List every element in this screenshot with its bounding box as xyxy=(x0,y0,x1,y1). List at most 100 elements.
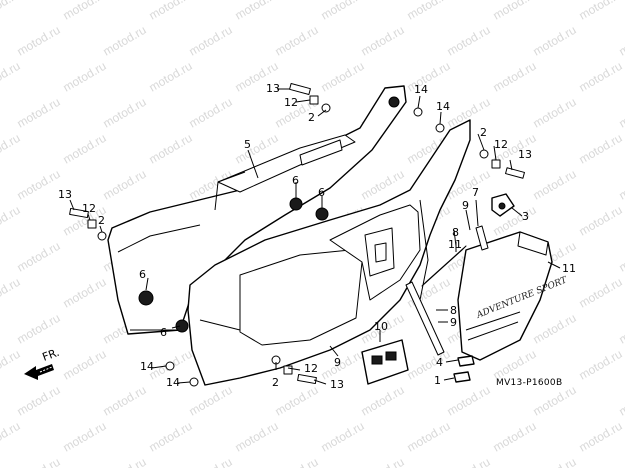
callout-9: 9 xyxy=(450,316,457,329)
watermark-text: motod.ru xyxy=(0,0,23,23)
watermark-text: motod.ru xyxy=(273,23,321,59)
seal-strip xyxy=(405,245,467,356)
watermark-text: motod.ru xyxy=(359,455,407,468)
watermark-text: motod.ru xyxy=(273,383,321,419)
watermark-text: motod.ru xyxy=(617,455,625,468)
watermark-text: motod.ru xyxy=(187,23,235,59)
watermark-text: motod.ru xyxy=(577,203,625,239)
callout-12: 12 xyxy=(494,138,508,151)
watermark-text: motod.ru xyxy=(15,455,63,468)
watermark-text: motod.ru xyxy=(61,275,109,311)
watermark-text: motod.ru xyxy=(617,167,625,203)
watermark-text: motod.ru xyxy=(61,419,109,455)
watermark-text: motod.ru xyxy=(101,167,149,203)
watermark-text: motod.ru xyxy=(61,347,109,383)
right-side-cover xyxy=(187,119,471,386)
watermark-text: motod.ru xyxy=(491,59,539,95)
callout-2: 2 xyxy=(272,376,279,389)
watermark-text: motod.ru xyxy=(531,383,579,419)
watermark-text: motod.ru xyxy=(359,23,407,59)
watermark-text: motod.ru xyxy=(15,383,63,419)
watermark-text: motod.ru xyxy=(577,131,625,167)
callout-2: 2 xyxy=(308,111,315,124)
callout-6: 6 xyxy=(292,174,299,187)
callout-14: 14 xyxy=(414,83,428,96)
watermark-text: motod.ru xyxy=(531,167,579,203)
watermark-text: motod.ru xyxy=(15,167,63,203)
callout-3: 3 xyxy=(522,210,529,223)
watermark-text: motod.ru xyxy=(61,59,109,95)
diagram-code: MV13-P1600B xyxy=(496,378,562,388)
watermark-text: motod.ru xyxy=(491,0,539,23)
watermark-text: motod.ru xyxy=(405,419,453,455)
watermark-text: motod.ru xyxy=(531,311,579,347)
callout-13: 13 xyxy=(518,148,532,161)
clip-4 xyxy=(457,355,475,367)
watermark-text: motod.ru xyxy=(617,95,625,131)
watermark-text: motod.ru xyxy=(101,383,149,419)
watermark-text: motod.ru xyxy=(577,275,625,311)
watermark-text: motod.ru xyxy=(233,0,281,23)
watermark-text: motod.ru xyxy=(617,311,625,347)
callout-5: 5 xyxy=(244,138,251,151)
band-7 xyxy=(475,225,489,251)
watermark-text: motod.ru xyxy=(147,59,195,95)
bolts-and-collars xyxy=(69,83,525,385)
watermark-text: motod.ru xyxy=(405,59,453,95)
watermark-text: motod.ru xyxy=(0,203,23,239)
callout-7: 7 xyxy=(472,186,479,199)
watermark-text: motod.ru xyxy=(233,419,281,455)
clip-3 xyxy=(491,193,515,217)
watermark-text: motod.ru xyxy=(359,383,407,419)
callout-1: 1 xyxy=(434,374,441,387)
callout-12: 12 xyxy=(304,362,318,375)
callout-13: 13 xyxy=(58,188,72,201)
watermark-text: motod.ru xyxy=(15,23,63,59)
watermark-text: motod.ru xyxy=(101,455,149,468)
callout-6: 6 xyxy=(318,186,325,199)
callout-9: 9 xyxy=(462,199,469,212)
watermark-text: motod.ru xyxy=(491,419,539,455)
callout-labels: 13 12 2 14 14 2 12 13 5 6 6 13 12 2 6 6 … xyxy=(58,82,576,391)
callout-2: 2 xyxy=(480,126,487,139)
watermark-text: motod.ru xyxy=(0,347,23,383)
grommets xyxy=(138,96,400,333)
front-label: FR. xyxy=(41,346,61,364)
callout-9: 9 xyxy=(334,356,341,369)
watermark-text: motod.ru xyxy=(577,419,625,455)
watermark-text: motod.ru xyxy=(617,23,625,59)
callout-10: 10 xyxy=(374,320,388,333)
callout-14: 14 xyxy=(436,100,450,113)
watermark-text: motod.ru xyxy=(319,419,367,455)
watermark-text: motod.ru xyxy=(531,23,579,59)
callout-11: 11 xyxy=(448,238,462,251)
watermark-text: motod.ru xyxy=(577,0,625,23)
callout-12: 12 xyxy=(284,96,298,109)
callout-6: 6 xyxy=(139,268,146,281)
clip-1 xyxy=(453,371,471,383)
callout-13: 13 xyxy=(330,378,344,391)
watermark-text: motod.ru xyxy=(101,23,149,59)
callout-14: 14 xyxy=(166,376,180,389)
watermark-text: motod.ru xyxy=(531,455,579,468)
watermark-text: motod.ru xyxy=(445,383,493,419)
watermark-text: motod.ru xyxy=(273,455,321,468)
callout-8: 8 xyxy=(452,226,459,239)
watermark-text: motod.ru xyxy=(61,0,109,23)
watermark-text: motod.ru xyxy=(147,131,195,167)
washers xyxy=(165,107,445,387)
watermark-text: motod.ru xyxy=(15,95,63,131)
watermark-text: motod.ru xyxy=(617,239,625,275)
watermark-text: motod.ru xyxy=(0,275,23,311)
leader-lines xyxy=(69,88,561,385)
callout-11: 11 xyxy=(562,262,576,275)
callout-13: 13 xyxy=(266,82,280,95)
callout-2: 2 xyxy=(98,214,105,227)
watermark-text: motod.ru xyxy=(405,347,453,383)
callout-12: 12 xyxy=(82,202,96,215)
watermark-text: motod.ru xyxy=(577,59,625,95)
watermark-text: motod.ru xyxy=(0,131,23,167)
watermark-text: motod.ru xyxy=(187,95,235,131)
watermark-text: motod.ru xyxy=(61,131,109,167)
